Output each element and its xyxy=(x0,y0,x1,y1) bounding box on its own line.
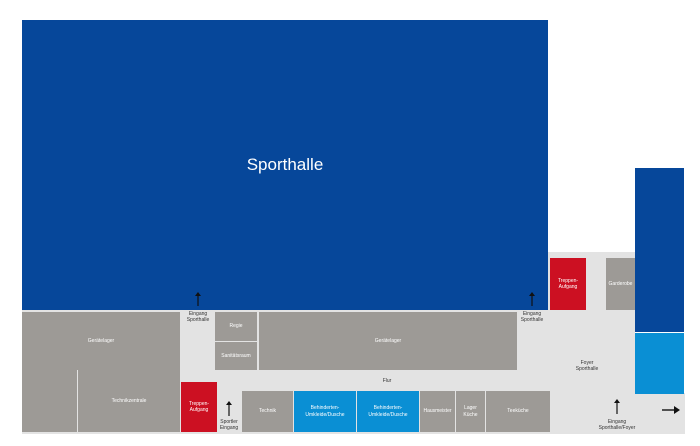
room-sporthalle: Sporthalle xyxy=(22,20,548,310)
room-technikzentrale: Technikzentrale xyxy=(78,370,180,432)
room-annex-blue xyxy=(635,168,684,332)
arrow-up-icon xyxy=(614,399,620,414)
label-foyer: Foyer Sporthalle xyxy=(575,360,599,373)
room-annex-lightblue xyxy=(635,333,684,394)
room-geraetelager-left: Gerätelager xyxy=(22,312,180,370)
room-regie: Regie xyxy=(215,312,257,341)
foyer-area-right xyxy=(545,393,685,434)
room-sanitaetsraum: Sanitätsraum xyxy=(215,342,257,370)
label-sportler-eingang: Sportler Eingang xyxy=(219,419,239,432)
room-teekueche: Teeküche xyxy=(486,391,550,432)
room-garderobe: Garderobe xyxy=(606,258,635,310)
label-eingang-foyer: Eingang Sporthalle/Foyer xyxy=(598,419,636,432)
arrow-up-icon xyxy=(226,401,232,416)
room-technik: Technik xyxy=(242,391,293,432)
room-hausmeister: Hausmeister xyxy=(420,391,455,432)
arrow-up-icon xyxy=(529,292,535,306)
arrow-up-icon xyxy=(195,292,201,306)
room-lager-kueche: Lager Küche xyxy=(456,391,485,432)
room-treppen-aufgang-1: Treppen- Aufgang xyxy=(181,382,217,432)
room-behinderten-umkleide-1: Behinderten- Umkleide/Dusche xyxy=(294,391,356,432)
arrow-right-icon xyxy=(662,406,680,414)
room-geraetelager-left-lower xyxy=(22,370,77,432)
room-treppen-aufgang-2: Treppen- Aufgang xyxy=(550,258,586,310)
label-eingang-sporthalle-1: Eingang Sporthalle xyxy=(186,311,210,324)
label-eingang-sporthalle-2: Eingang Sporthalle xyxy=(520,311,544,324)
label-flur: Flur xyxy=(382,378,392,384)
room-geraetelager-mid: Gerätelager xyxy=(259,312,517,370)
room-behinderten-umkleide-2: Behinderten- Umkleide/Dusche xyxy=(357,391,419,432)
